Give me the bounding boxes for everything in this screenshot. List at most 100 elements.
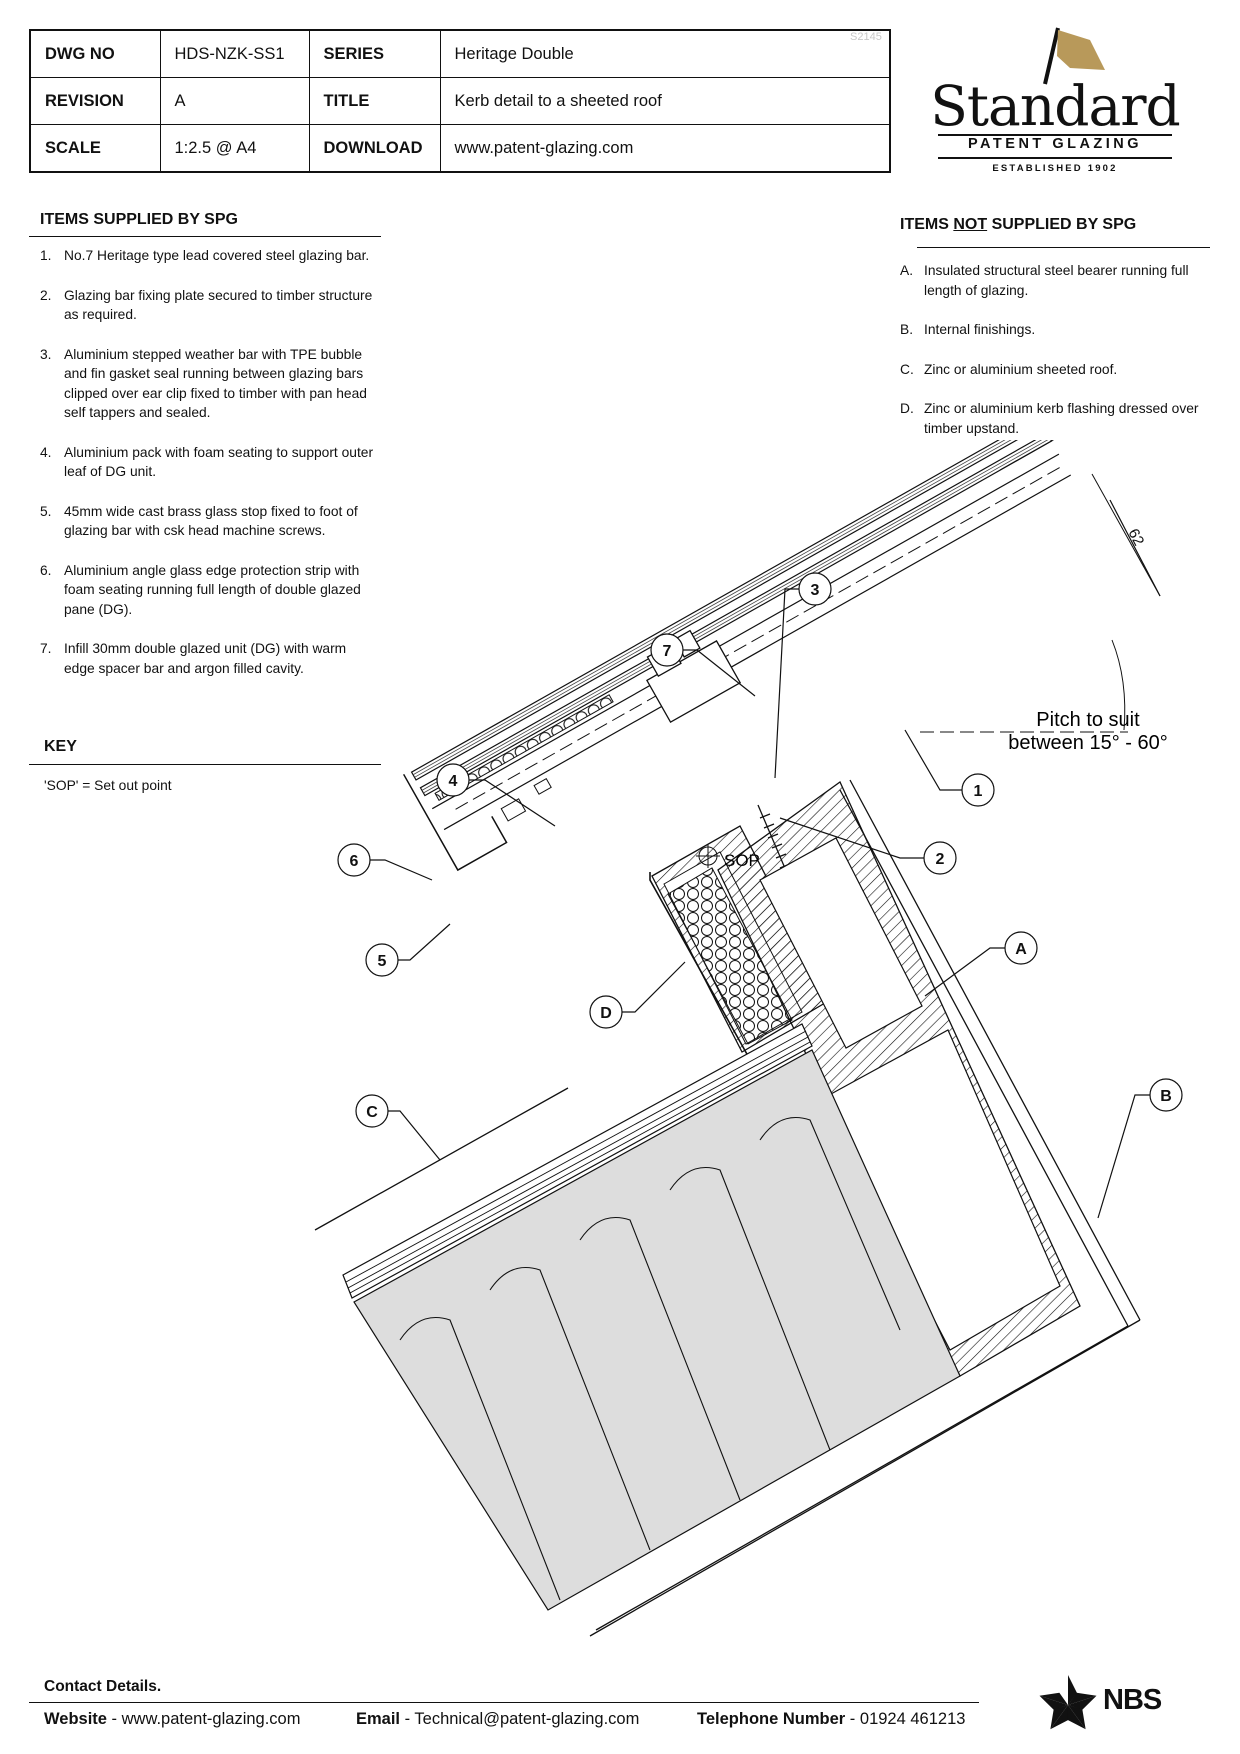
key-rule (29, 764, 381, 765)
set-out-point: SOP (696, 844, 760, 870)
callout-label: B (1160, 1088, 1172, 1105)
nbs-star-icon (1039, 1675, 1097, 1730)
callout-label: C (366, 1104, 378, 1121)
website-label: Website (44, 1710, 107, 1728)
list-item: 5. 45mm wide cast brass glass stop fixed … (40, 502, 375, 541)
kerb-detail-drawing: 62 Pitch to suit between 15° - 60° SOP 1… (314, 440, 1183, 1637)
download-value[interactable]: www.patent-glazing.com (439, 124, 891, 173)
scale-label: SCALE (29, 124, 161, 173)
list-item: 1. No.7 Heritage type lead covered steel … (40, 246, 375, 266)
series-value: Heritage Double (439, 29, 891, 78)
item-text: Insulated structural steel bearer runnin… (924, 263, 1189, 298)
drawing-code: S2145 (850, 31, 882, 43)
email-row: Email - Technical@patent-glazing.com (356, 1710, 640, 1728)
callout-1: 1 (904, 729, 995, 807)
logo-established: ESTABLISHED 1902 (992, 163, 1118, 174)
glazing-assembly (402, 440, 1072, 881)
item-text: Zinc or aluminium kerb flashing dressed … (924, 401, 1199, 436)
list-item: 4.Aluminium pack with foam seating to su… (40, 443, 375, 482)
flag-icon (1043, 27, 1105, 85)
callout-label: A (1015, 941, 1027, 958)
inner-glass-pane (419, 440, 1053, 797)
standard-logo: Standard PATENT GLAZING ESTABLISHED 1902 (930, 26, 1181, 176)
pitch-indicator: Pitch to suit between 15° - 60° (920, 639, 1168, 754)
item-text: Aluminium pack with foam seating to supp… (64, 444, 374, 480)
website-link[interactable]: www.patent-glazing.com (121, 1710, 301, 1728)
item-text: Zinc or aluminium sheeted roof. (924, 361, 1118, 377)
pitch-line-2: between 15° - 60° (1008, 732, 1167, 754)
heading-not: NOT (953, 216, 988, 233)
not-supplied-list: A. Insulated structural steel bearer runn… (900, 261, 1200, 458)
dimension-text: 62 (1124, 526, 1147, 549)
item-letter: D. (900, 401, 914, 416)
list-item: B. Internal finishings. (900, 320, 1200, 340)
sheeted-roof (314, 1023, 961, 1611)
glass-stop (402, 773, 508, 872)
callout-label: D (600, 1005, 612, 1022)
item-number: 7. (40, 641, 52, 656)
footer-rule (29, 1702, 979, 1703)
callout-label: 4 (449, 773, 458, 790)
callout-A: A (924, 931, 1038, 997)
callouts: 1 2 3 4 5 6 7 A B C D (337, 572, 1183, 1219)
item-letter: A. (900, 263, 914, 278)
callout-4: 4 (436, 763, 556, 827)
title-label: TITLE (308, 77, 441, 125)
supplied-rule (29, 236, 381, 237)
callout-5: 5 (365, 923, 451, 977)
key-text: 'SOP' = Set out point (44, 778, 172, 793)
list-item: C. Zinc or aluminium sheeted roof. (900, 360, 1200, 380)
title-block: DWG NO HDS-NZK-SS1 SERIES Heritage Doubl… (29, 29, 891, 173)
item-letter: B. (900, 322, 914, 337)
callout-label: 3 (811, 582, 820, 599)
item-text: Aluminium stepped weather bar with TPE b… (64, 346, 367, 421)
revision-label: REVISION (29, 77, 161, 125)
key-heading: KEY (44, 738, 77, 755)
roof-insulation (353, 1049, 961, 1611)
list-item: 7. Infill 30mm double glazed unit (DG) wi… (40, 639, 375, 678)
dwg-no-value: HDS-NZK-SS1 (159, 29, 310, 78)
download-label: DOWNLOAD (308, 124, 441, 173)
pitch-line-1: Pitch to suit (1036, 709, 1140, 731)
callout-label: 1 (974, 783, 983, 800)
phone-row: Telephone Number - 01924 461213 (697, 1710, 966, 1728)
callout-D: D (589, 961, 686, 1029)
item-number: 1. (40, 248, 52, 263)
kerb-flashing (649, 872, 749, 1057)
item-number: 6. (40, 562, 52, 578)
item-text: 45mm wide cast brass glass stop fixed to… (64, 503, 358, 539)
item-letter: C. (900, 361, 914, 377)
item-number: 5. (40, 503, 52, 519)
callout-2: 2 (779, 817, 957, 875)
supplied-list: 1. No.7 Heritage type lead covered steel … (40, 246, 375, 698)
nbs-logo: NBS (1035, 1672, 1195, 1738)
item-number: 3. (40, 346, 52, 362)
heading-part: SUPPLIED BY SPG (987, 216, 1137, 233)
list-item: D. Zinc or aluminium kerb flashing dresse… (900, 399, 1200, 438)
dwg-no-label: DWG NO (29, 29, 161, 78)
callout-C: C (355, 1094, 441, 1161)
item-text: Infill 30mm double glazed unit (DG) with… (64, 641, 347, 676)
revision-value: A (159, 77, 310, 125)
foam-seating (434, 694, 614, 801)
item-text: No.7 Heritage type lead covered steel gl… (64, 248, 370, 263)
website-row: Website - www.patent-glazing.com (44, 1710, 301, 1728)
item-text: Internal finishings. (924, 322, 1036, 337)
dimension-62: 62 (999, 440, 1161, 597)
outer-glass-pane (410, 440, 1044, 781)
not-supplied-rule (917, 247, 1210, 248)
glazing-bar (646, 640, 742, 724)
callout-3: 3 (774, 572, 832, 779)
phone-number: 01924 461213 (859, 1710, 966, 1728)
email-link[interactable]: Technical@patent-glazing.com (414, 1710, 640, 1728)
internal-finishing (849, 779, 1141, 1321)
sop-label: SOP (724, 851, 760, 870)
email-label: Email (356, 1710, 401, 1728)
nbs-text: NBS (1103, 1684, 1162, 1716)
list-item: A. Insulated structural steel bearer runn… (900, 261, 1200, 300)
list-item: 3. Aluminium stepped weather bar with TPE… (40, 345, 375, 423)
item-number: 2. (40, 287, 52, 303)
list-item: 6. Aluminium angle glass edge protection … (40, 561, 375, 620)
item-text: Aluminium angle glass edge protection st… (64, 562, 361, 617)
series-label: SERIES (308, 29, 441, 78)
